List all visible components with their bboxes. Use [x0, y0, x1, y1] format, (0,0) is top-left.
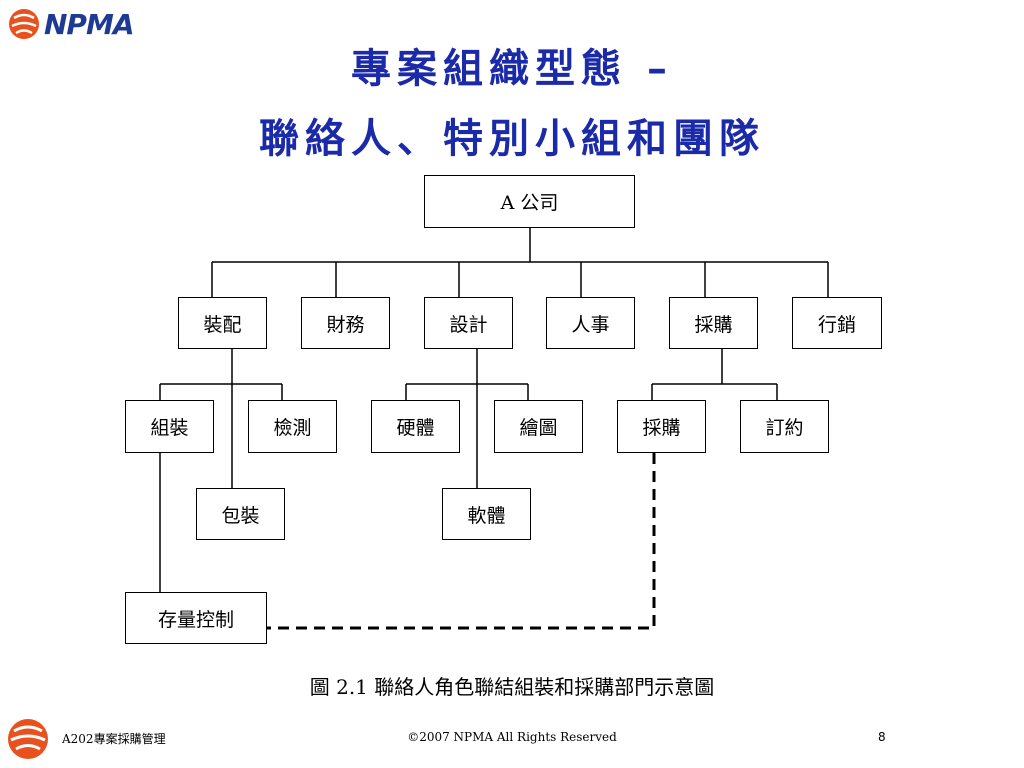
logo-text: NPMA [44, 8, 134, 41]
node-software: 軟體 [442, 488, 531, 540]
page-title-line2: 聯絡人、特別小組和團隊 [259, 115, 765, 162]
node-root: A 公司 [424, 175, 635, 228]
node-assembling: 組裝 [125, 400, 214, 453]
node-dept-design: 設計 [424, 297, 513, 349]
page-number: 8 [878, 730, 886, 744]
footer-copyright: ©2007 NPMA All Rights Reserved [407, 730, 617, 744]
node-packaging: 包裝 [196, 488, 285, 540]
node-dept-hr: 人事 [546, 297, 635, 349]
footer-course: A202專案採購管理 [62, 732, 166, 746]
node-inventory-control: 存量控制 [125, 592, 267, 644]
page-title-line1: 專案組織型態 – [351, 45, 673, 92]
node-drafting: 繪圖 [494, 400, 583, 453]
footer-globe-icon [8, 719, 48, 759]
node-dept-finance: 財務 [301, 297, 390, 349]
node-hardware: 硬體 [371, 400, 460, 453]
node-contracting: 訂約 [740, 400, 829, 453]
node-dept-marketing: 行銷 [792, 297, 882, 349]
node-purchasing-sub: 採購 [617, 400, 706, 453]
node-dept-assembly: 裝配 [178, 297, 267, 349]
node-dept-purchasing: 採購 [669, 297, 758, 349]
globe-icon [9, 9, 39, 39]
node-inspection: 檢測 [248, 400, 337, 453]
npma-logo: NPMA [6, 6, 146, 42]
figure-caption: 圖 2.1 聯絡人角色聯結組裝和採購部門示意圖 [309, 675, 715, 699]
